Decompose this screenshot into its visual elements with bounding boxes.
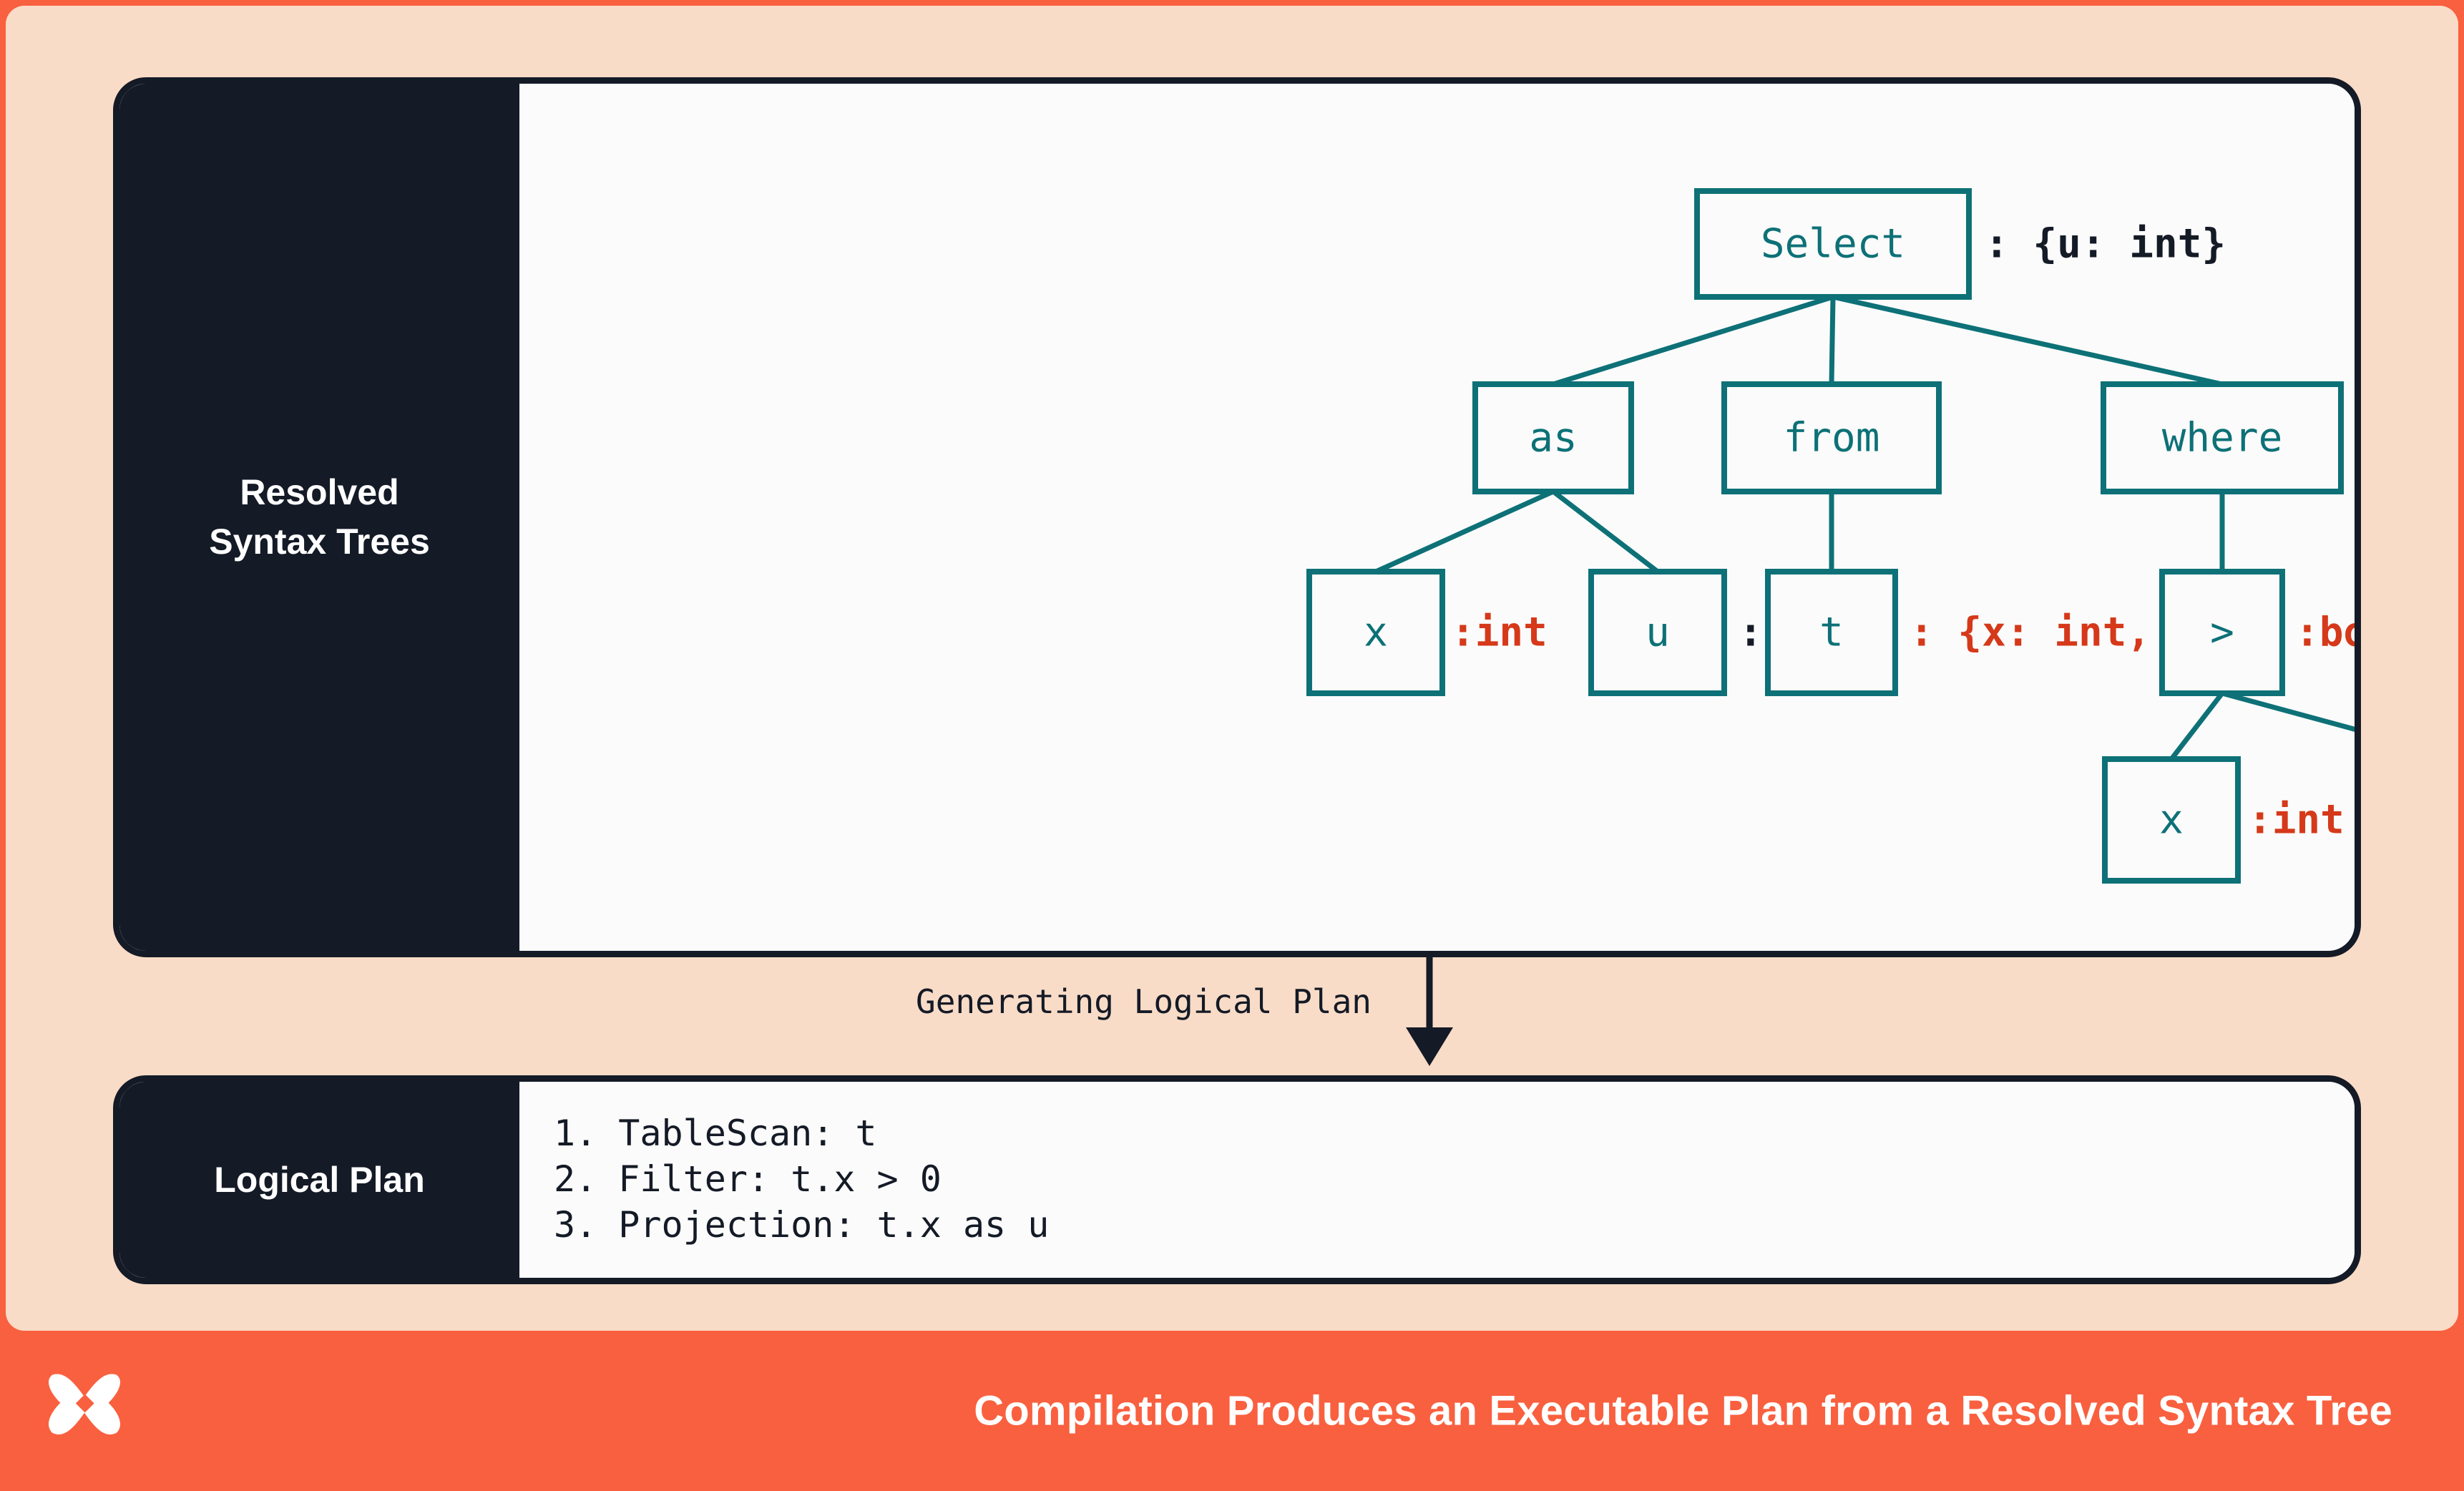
- tree-node[interactable]: x :int: [2102, 756, 2345, 884]
- syntax-tree-area: Select : {u: int} as from where x :int u :int t : …: [519, 84, 2355, 951]
- tree-edge: [2169, 691, 2224, 761]
- tree-edge: [1832, 294, 2223, 387]
- tree-node-label: where: [2162, 415, 2283, 461]
- flow-arrow-label: Generating Logical Plan: [916, 982, 1372, 1021]
- logical-plan-step: 2. Filter: t.x > 0: [554, 1158, 942, 1200]
- tree-node-box: [1306, 569, 1445, 696]
- tree-node-type-annotation: : {u: int}: [1985, 221, 2226, 268]
- tree-node-type-annotation: :int: [2248, 797, 2345, 844]
- tree-node-label: Select: [1761, 221, 1905, 268]
- diagram-canvas: Resolved Syntax Trees Select : {u: int} as…: [6, 6, 2458, 1331]
- tree-node-label: t: [1819, 610, 1844, 656]
- tree-node-box: [1694, 188, 1972, 300]
- tree-edge: [1829, 296, 1836, 385]
- tree-node-label: as: [1529, 415, 1577, 461]
- footer-title: Compilation Produces an Executable Plan …: [974, 1387, 2392, 1434]
- tree-node[interactable]: as: [1472, 381, 1634, 494]
- tree-node-box: [1721, 381, 1942, 494]
- tree-edge: [1552, 294, 1834, 387]
- tree-node-box: [2101, 381, 2344, 494]
- tree-node-label: x: [2159, 797, 2184, 844]
- tree-node-box: [1472, 381, 1634, 494]
- tree-nodes: Select : {u: int} as from where x :int u :int t : …: [1306, 188, 2355, 884]
- tree-node-label: >: [2210, 610, 2234, 656]
- tree-edges: [1374, 294, 2355, 761]
- logical-plan-step: 3. Projection: t.x as u: [554, 1204, 1050, 1246]
- tree-node-label: x: [1364, 610, 1388, 656]
- tree-edge: [1374, 489, 1555, 575]
- tree-node-box: [1765, 569, 1898, 696]
- logical-plan-sidebar: Logical Plan: [119, 1082, 519, 1278]
- tree-node[interactable]: Select : {u: int}: [1694, 188, 2226, 300]
- sidebar-label-line1: Resolved: [240, 472, 399, 512]
- logical-plan-sidebar-label: Logical Plan: [214, 1159, 425, 1200]
- resolved-syntax-trees-card: Resolved Syntax Trees Select : {u: int} as…: [113, 77, 2361, 957]
- tree-edge: [2221, 690, 2355, 732]
- tree-edge: [1551, 489, 1660, 574]
- flow-arrow-head: [1406, 1027, 1453, 1066]
- tree-node-box: [2102, 756, 2241, 884]
- tree-node[interactable]: from: [1721, 381, 1942, 494]
- syntax-tree-diagram: Select : {u: int} as from where x :int u :int t : …: [1306, 188, 2355, 884]
- tree-node-box: [1588, 569, 1727, 696]
- tree-node[interactable]: > :bool: [2159, 569, 2355, 696]
- sidebar-label-line2: Syntax Trees: [209, 522, 430, 562]
- tree-node[interactable]: where: [2101, 381, 2344, 494]
- tree-node-type-annotation: :bool: [2295, 610, 2355, 656]
- tree-node-label: u: [1646, 610, 1670, 656]
- resolved-syntax-trees-sidebar-text: Resolved Syntax Trees: [209, 468, 430, 567]
- tree-node[interactable]: x :int: [1306, 569, 1548, 696]
- butterfly-x-logo: [49, 1374, 120, 1435]
- tree-node-box: [2159, 569, 2285, 696]
- footer-banner: Compilation Produces an Executable Plan …: [0, 1331, 2464, 1491]
- tree-node-label: from: [1784, 415, 1880, 461]
- resolved-syntax-trees-sidebar: Resolved Syntax Trees: [119, 84, 519, 951]
- tree-node-type-annotation: :int: [1451, 610, 1548, 656]
- logical-plan-step: 1. TableScan: t: [554, 1113, 877, 1154]
